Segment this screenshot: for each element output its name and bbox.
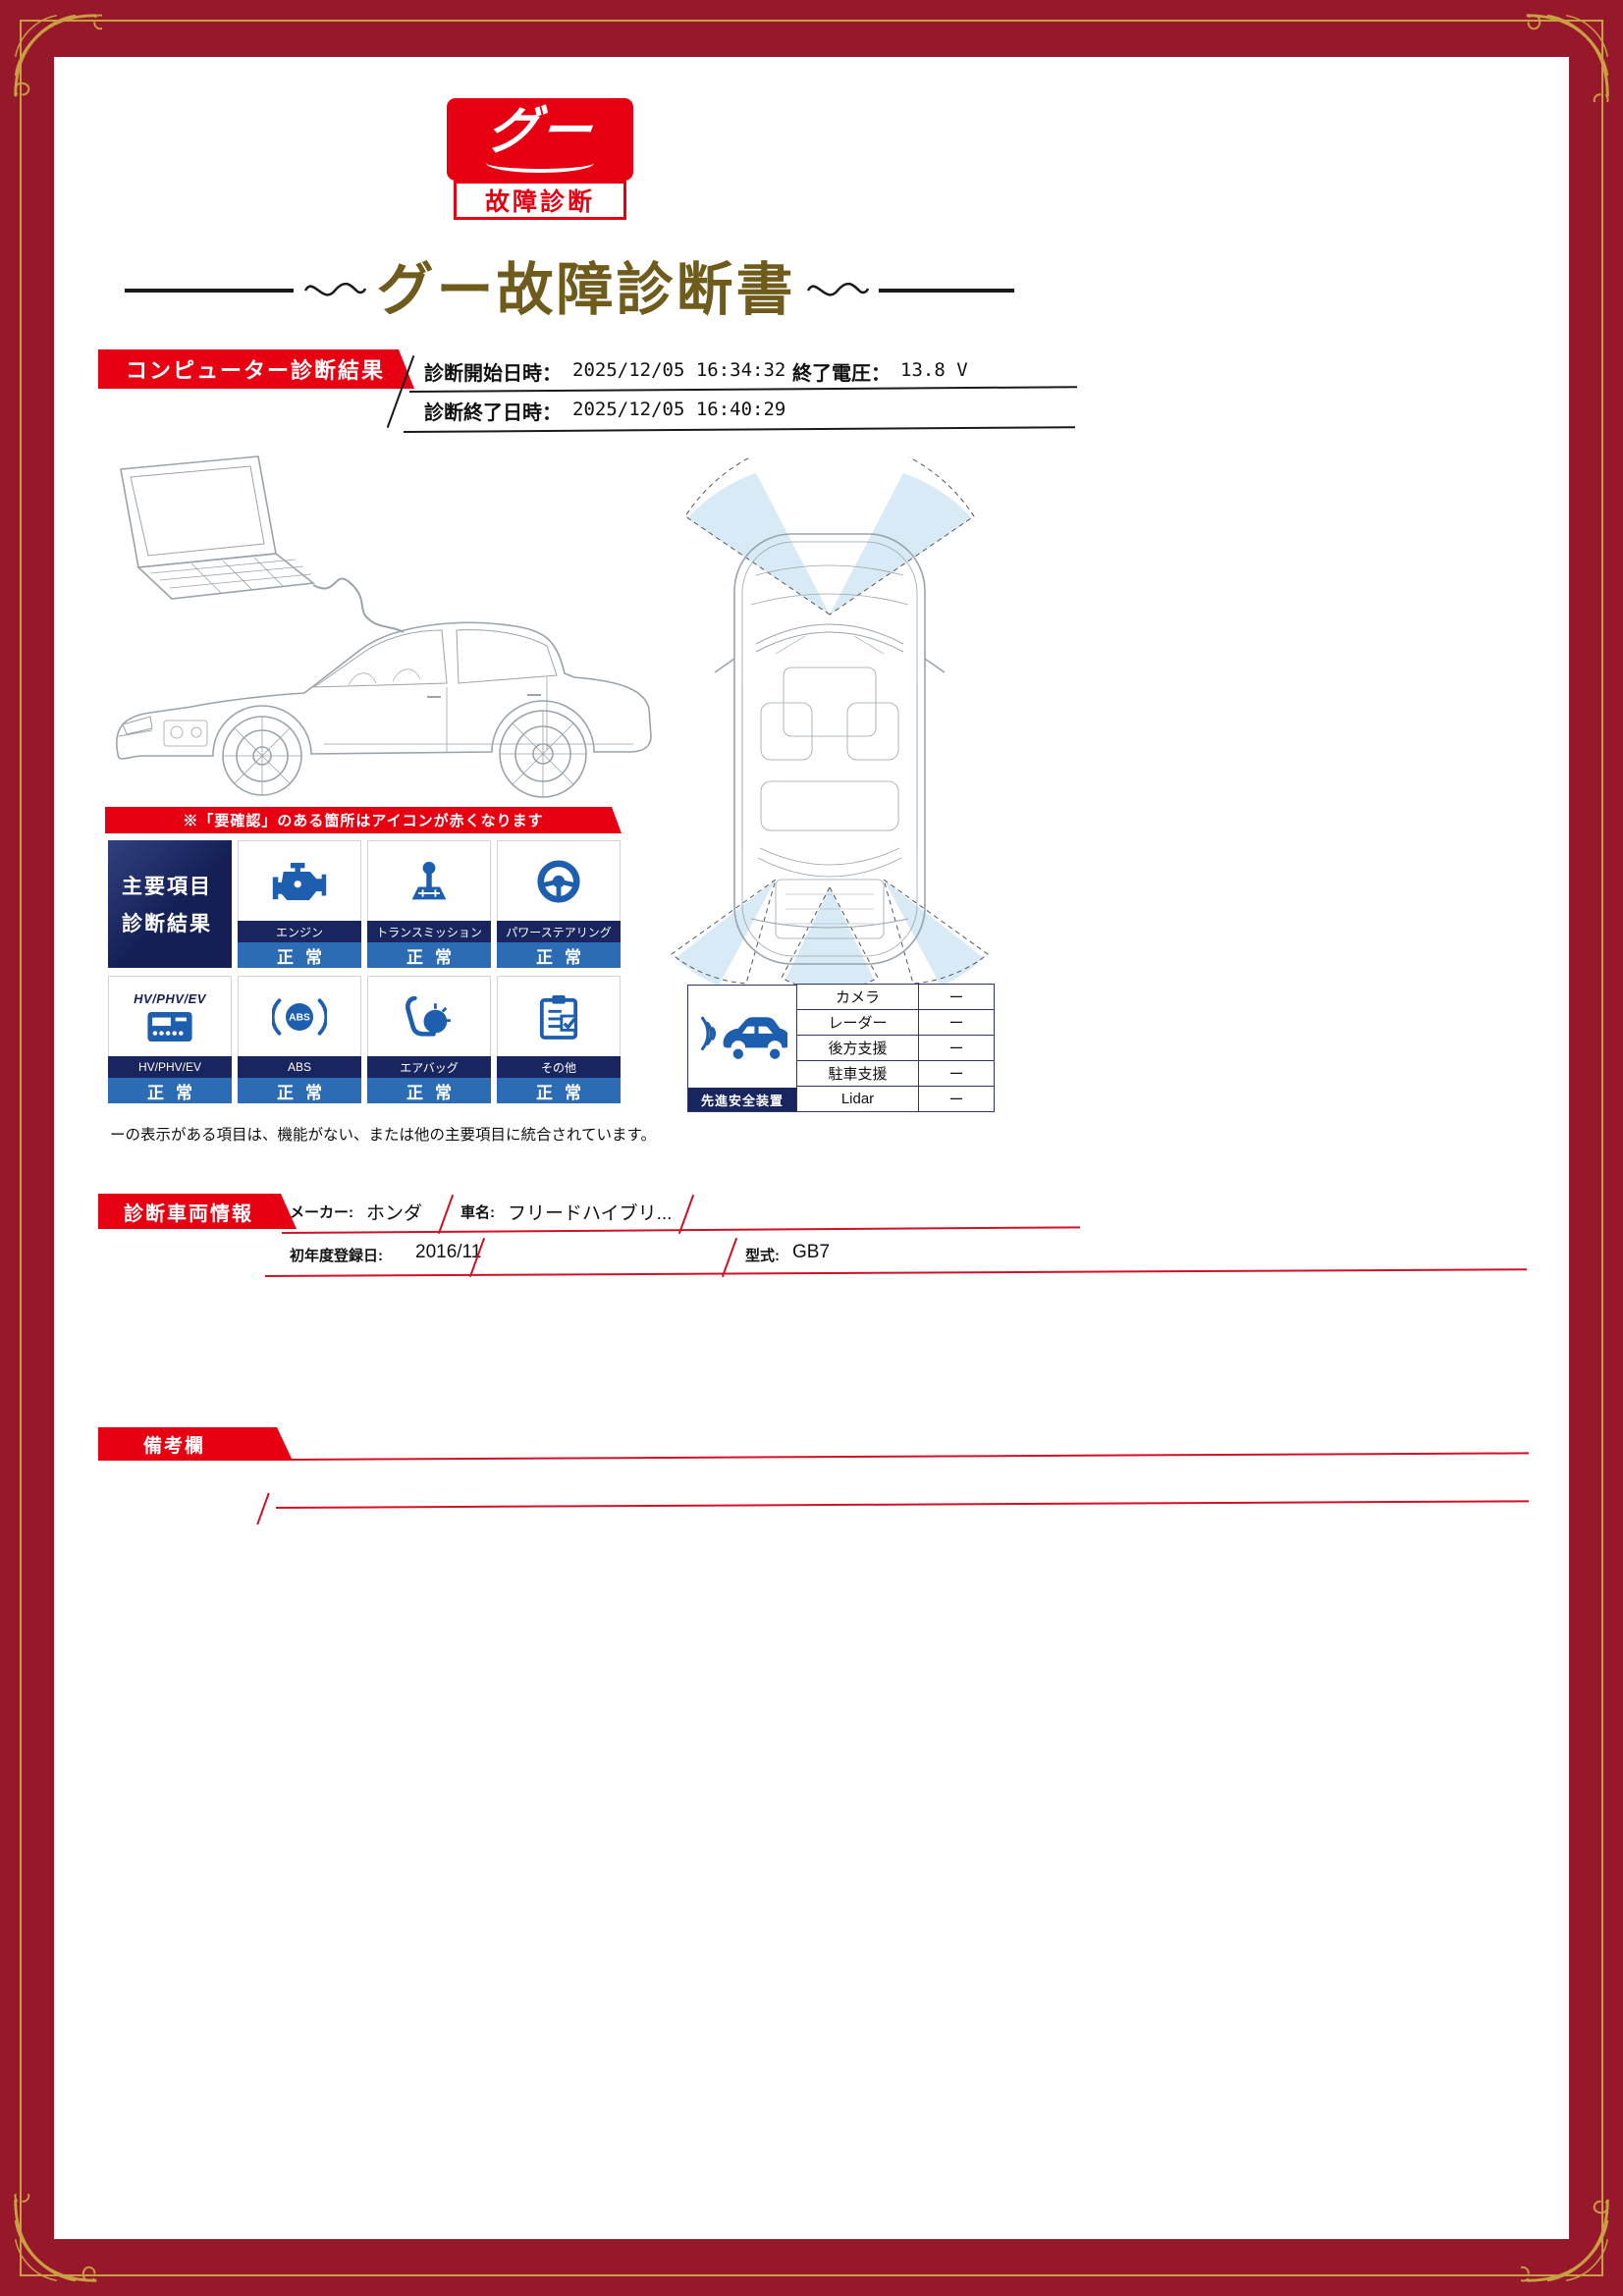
car-top-sensor-illustration <box>671 457 989 988</box>
safety-row-name: Lidar <box>796 1086 919 1112</box>
page-title: グー故障診断書 <box>376 258 796 322</box>
abs-status: 正常 <box>238 1078 361 1103</box>
laptop-car-side-illustration <box>116 455 652 798</box>
airbag-status: 正常 <box>367 1078 491 1103</box>
vehicle-slash-2 <box>677 1194 695 1235</box>
advanced-safety-panel: 先進安全装置 <box>687 985 797 1112</box>
start-datetime-label: 診断開始日時： <box>424 363 562 385</box>
grid-header-line2: 診断結果 <box>122 913 212 935</box>
car-name-label: 車名: <box>460 1204 495 1221</box>
maker-label: メーカー: <box>290 1204 353 1221</box>
grid-footnote: ーの表示がある項目は、機能がない、または他の主要項目に統合されています。 <box>110 1127 656 1144</box>
hv-icon-caption: HV/PHV/EV <box>134 990 206 1006</box>
alert-banner: ※「要確認」のある箇所はアイコンが赤くなります <box>105 807 622 833</box>
remarks-slash <box>256 1492 270 1525</box>
clipboard-check-icon <box>497 976 621 1056</box>
other-status: 正常 <box>497 1078 621 1103</box>
logo-subtitle-box: 故障診断 <box>454 181 626 220</box>
other-label: その他 <box>497 1056 621 1078</box>
power-steering-cell: パワーステアリング 正常 <box>497 840 621 968</box>
end-datetime-label: 診断終了日時： <box>424 402 562 424</box>
report-title-row: グー故障診断書 <box>79 261 1060 320</box>
airbag-icon <box>367 976 491 1056</box>
corner-ornament-top-left <box>8 8 102 102</box>
transmission-cell: トランスミッション 正常 <box>367 840 491 968</box>
first-registration-label: 初年度登録日: <box>290 1248 383 1264</box>
steering-wheel-icon <box>497 840 621 921</box>
diagnosis-underline-2 <box>403 426 1075 433</box>
report-page: グー 故障診断 グー故障診断書 コンピューター診断結果 診断開始日時： 2025… <box>54 57 1569 2239</box>
hv-cell: HV/PHV/EV HV/PHV/EV 正常 <box>108 976 232 1103</box>
vehicle-underline-2 <box>264 1268 1527 1277</box>
logo-brand-text: グー <box>483 103 597 160</box>
corner-ornament-bottom-right <box>1521 2194 1615 2288</box>
abs-icon: ABS <box>238 976 361 1056</box>
maker-value: ホンダ <box>366 1203 423 1224</box>
transmission-icon <box>367 840 491 921</box>
start-datetime-value: 2025/12/05 16:34:32 <box>572 359 786 381</box>
safety-row-value: ー <box>918 984 995 1010</box>
end-datetime-value: 2025/12/05 16:40:29 <box>572 399 786 420</box>
title-flourish-left <box>304 282 367 296</box>
model-code-label: 型式: <box>745 1248 780 1264</box>
car-name-value: フリードハイブリ... <box>508 1203 673 1224</box>
safety-row-value: ー <box>918 1009 995 1036</box>
safety-row-name: カメラ <box>796 984 919 1010</box>
safety-row-value: ー <box>918 1086 995 1112</box>
car-sensor-icon <box>688 986 796 1088</box>
hv-battery-icon: HV/PHV/EV <box>108 976 232 1056</box>
logo-subtitle-text: 故障診断 <box>484 188 595 216</box>
diagnosis-underline-1 <box>408 386 1077 393</box>
engine-status: 正常 <box>238 942 361 968</box>
alert-note-text: ※「要確認」のある箇所はアイコンが赤くなります <box>183 813 544 829</box>
safety-row-value: ー <box>918 1060 995 1087</box>
computer-diagnosis-band: コンピューター診断結果 <box>98 349 414 389</box>
title-rule-left <box>125 289 295 293</box>
title-flourish-right <box>806 282 869 296</box>
model-code-value: GB7 <box>792 1242 831 1262</box>
end-voltage-label: 終了電圧： <box>792 363 891 385</box>
goo-logo: グー <box>447 98 633 181</box>
vehicle-slash-1 <box>437 1194 455 1235</box>
safety-table: カメラ ー レーダー ー 後方支援 ー 駐車支援 ー Lidar ー <box>796 984 995 1112</box>
remarks-label: 備考欄 <box>143 1435 206 1457</box>
safety-row-value: ー <box>918 1035 995 1061</box>
first-registration-value: 2016/11 <box>415 1242 482 1262</box>
hv-status: 正常 <box>108 1078 232 1103</box>
vehicle-slash-4 <box>721 1237 738 1278</box>
corner-ornament-top-right <box>1521 8 1615 102</box>
vehicle-info-band: 診断車両情報 <box>98 1194 297 1229</box>
corner-ornament-bottom-left <box>8 2194 102 2288</box>
transmission-status: 正常 <box>367 942 491 968</box>
vehicle-info-label: 診断車両情報 <box>124 1202 253 1225</box>
remarks-line-2 <box>275 1500 1529 1509</box>
hv-label: HV/PHV/EV <box>108 1056 232 1078</box>
power-steering-label: パワーステアリング <box>497 921 621 942</box>
other-cell: その他 正常 <box>497 976 621 1103</box>
engine-icon <box>238 840 361 921</box>
safety-row-name: レーダー <box>796 1009 919 1036</box>
safety-caption: 先進安全装置 <box>688 1088 796 1111</box>
grid-header-line1: 主要項目 <box>122 876 212 898</box>
safety-row-name: 後方支援 <box>796 1035 919 1061</box>
abs-cell: ABS ABS 正常 <box>238 976 361 1103</box>
abs-label: ABS <box>238 1056 361 1078</box>
computer-diagnosis-label: コンピューター診断結果 <box>126 358 386 383</box>
remarks-line-1 <box>289 1452 1529 1461</box>
safety-row-name: 駐車支援 <box>796 1060 919 1087</box>
engine-cell: エンジン 正常 <box>238 840 361 968</box>
airbag-cell: エアバッグ 正常 <box>367 976 491 1103</box>
logo-swoosh-decoration <box>486 159 594 173</box>
end-voltage-value: 13.8 V <box>900 359 968 381</box>
airbag-label: エアバッグ <box>367 1056 491 1078</box>
engine-label: エンジン <box>238 921 361 942</box>
transmission-label: トランスミッション <box>367 921 491 942</box>
main-diagnosis-grid: 主要項目 診断結果 エンジン 正常 <box>108 840 621 1103</box>
title-rule-right <box>878 289 1014 293</box>
remarks-band: 備考欄 <box>98 1427 293 1461</box>
power-steering-status: 正常 <box>497 942 621 968</box>
abs-icon-text: ABS <box>289 1012 310 1023</box>
grid-header-cell: 主要項目 診断結果 <box>108 840 232 968</box>
